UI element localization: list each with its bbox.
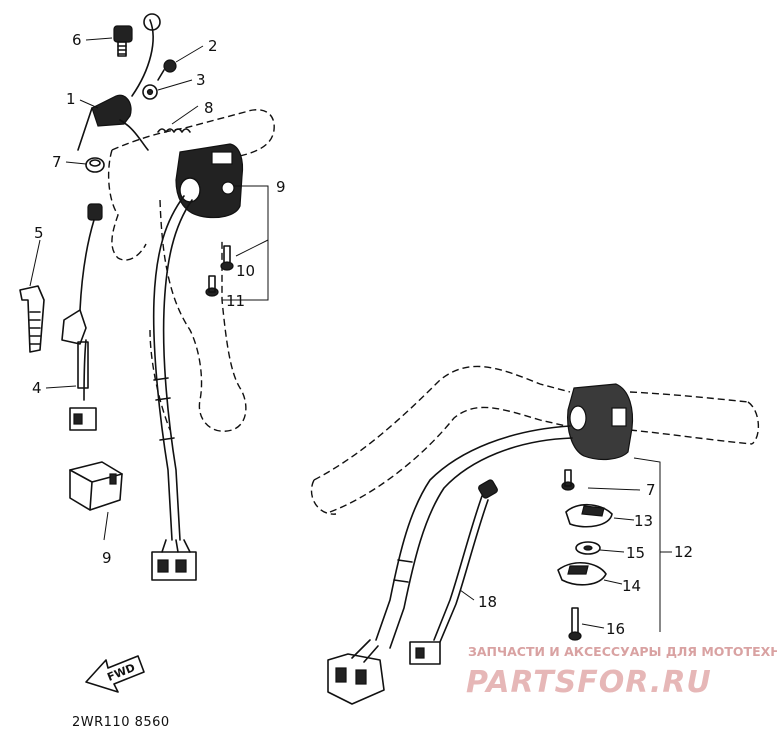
- callout-11: 11: [226, 292, 245, 310]
- callout-5: 5: [34, 224, 44, 242]
- part-2: [157, 59, 177, 81]
- part-9-relay: [69, 461, 123, 511]
- callout-8: 8: [204, 99, 214, 117]
- callout-15: 15: [626, 544, 645, 562]
- part-16-screw: [568, 607, 582, 641]
- watermark-brand: PARTSFOR.RU: [466, 665, 712, 700]
- callout-2: 2: [208, 37, 218, 55]
- diagram-code: 2WR110 8560: [72, 715, 170, 730]
- left-cable-connector: [151, 539, 197, 581]
- callout-6: 6: [72, 31, 82, 49]
- left-switch-cable: [152, 195, 193, 541]
- callout-9-relay: 9: [102, 549, 112, 567]
- watermark-tagline: ЗАПЧАСТИ И АКСЕССУАРЫ ДЛЯ МОТОТЕХНИКИ: [468, 644, 777, 659]
- callout-4: 4: [32, 379, 42, 397]
- callout-13: 13: [634, 512, 653, 530]
- right-handlebar-outline: [310, 365, 759, 515]
- callout-18: 18: [478, 593, 497, 611]
- part-7-right: [561, 469, 575, 491]
- left-switch-housing: [175, 143, 244, 219]
- part-13: [565, 503, 613, 528]
- part-15-washer: [575, 541, 601, 555]
- part-3: [142, 84, 158, 100]
- part-5-strap: [19, 285, 45, 353]
- callout-14: 14: [622, 577, 641, 595]
- part-14: [557, 562, 607, 586]
- clutch-lever: [77, 13, 161, 151]
- part-10-screw: [220, 245, 234, 271]
- callout-10: 10: [236, 262, 255, 280]
- callout-1: 1: [66, 90, 76, 108]
- part-6: [113, 25, 133, 57]
- part-8: [157, 128, 191, 133]
- callout-9-switch: 9: [276, 178, 286, 196]
- callout-12: 12: [674, 543, 693, 561]
- right-switch-cable: [375, 425, 573, 649]
- right-cable-connector: [327, 639, 385, 705]
- leader-lines: [29, 37, 672, 632]
- part-18-cable: [409, 479, 498, 665]
- callout-7-right: 7: [646, 481, 656, 499]
- callout-7-left: 7: [52, 153, 62, 171]
- fwd-arrow-icon: [85, 655, 145, 693]
- callout-16: 16: [606, 620, 625, 638]
- part-4-harness: [61, 203, 103, 431]
- right-switch-housing: [567, 383, 634, 461]
- part-7-left: [85, 157, 105, 173]
- callout-3: 3: [196, 71, 206, 89]
- part-11-screw: [205, 275, 219, 297]
